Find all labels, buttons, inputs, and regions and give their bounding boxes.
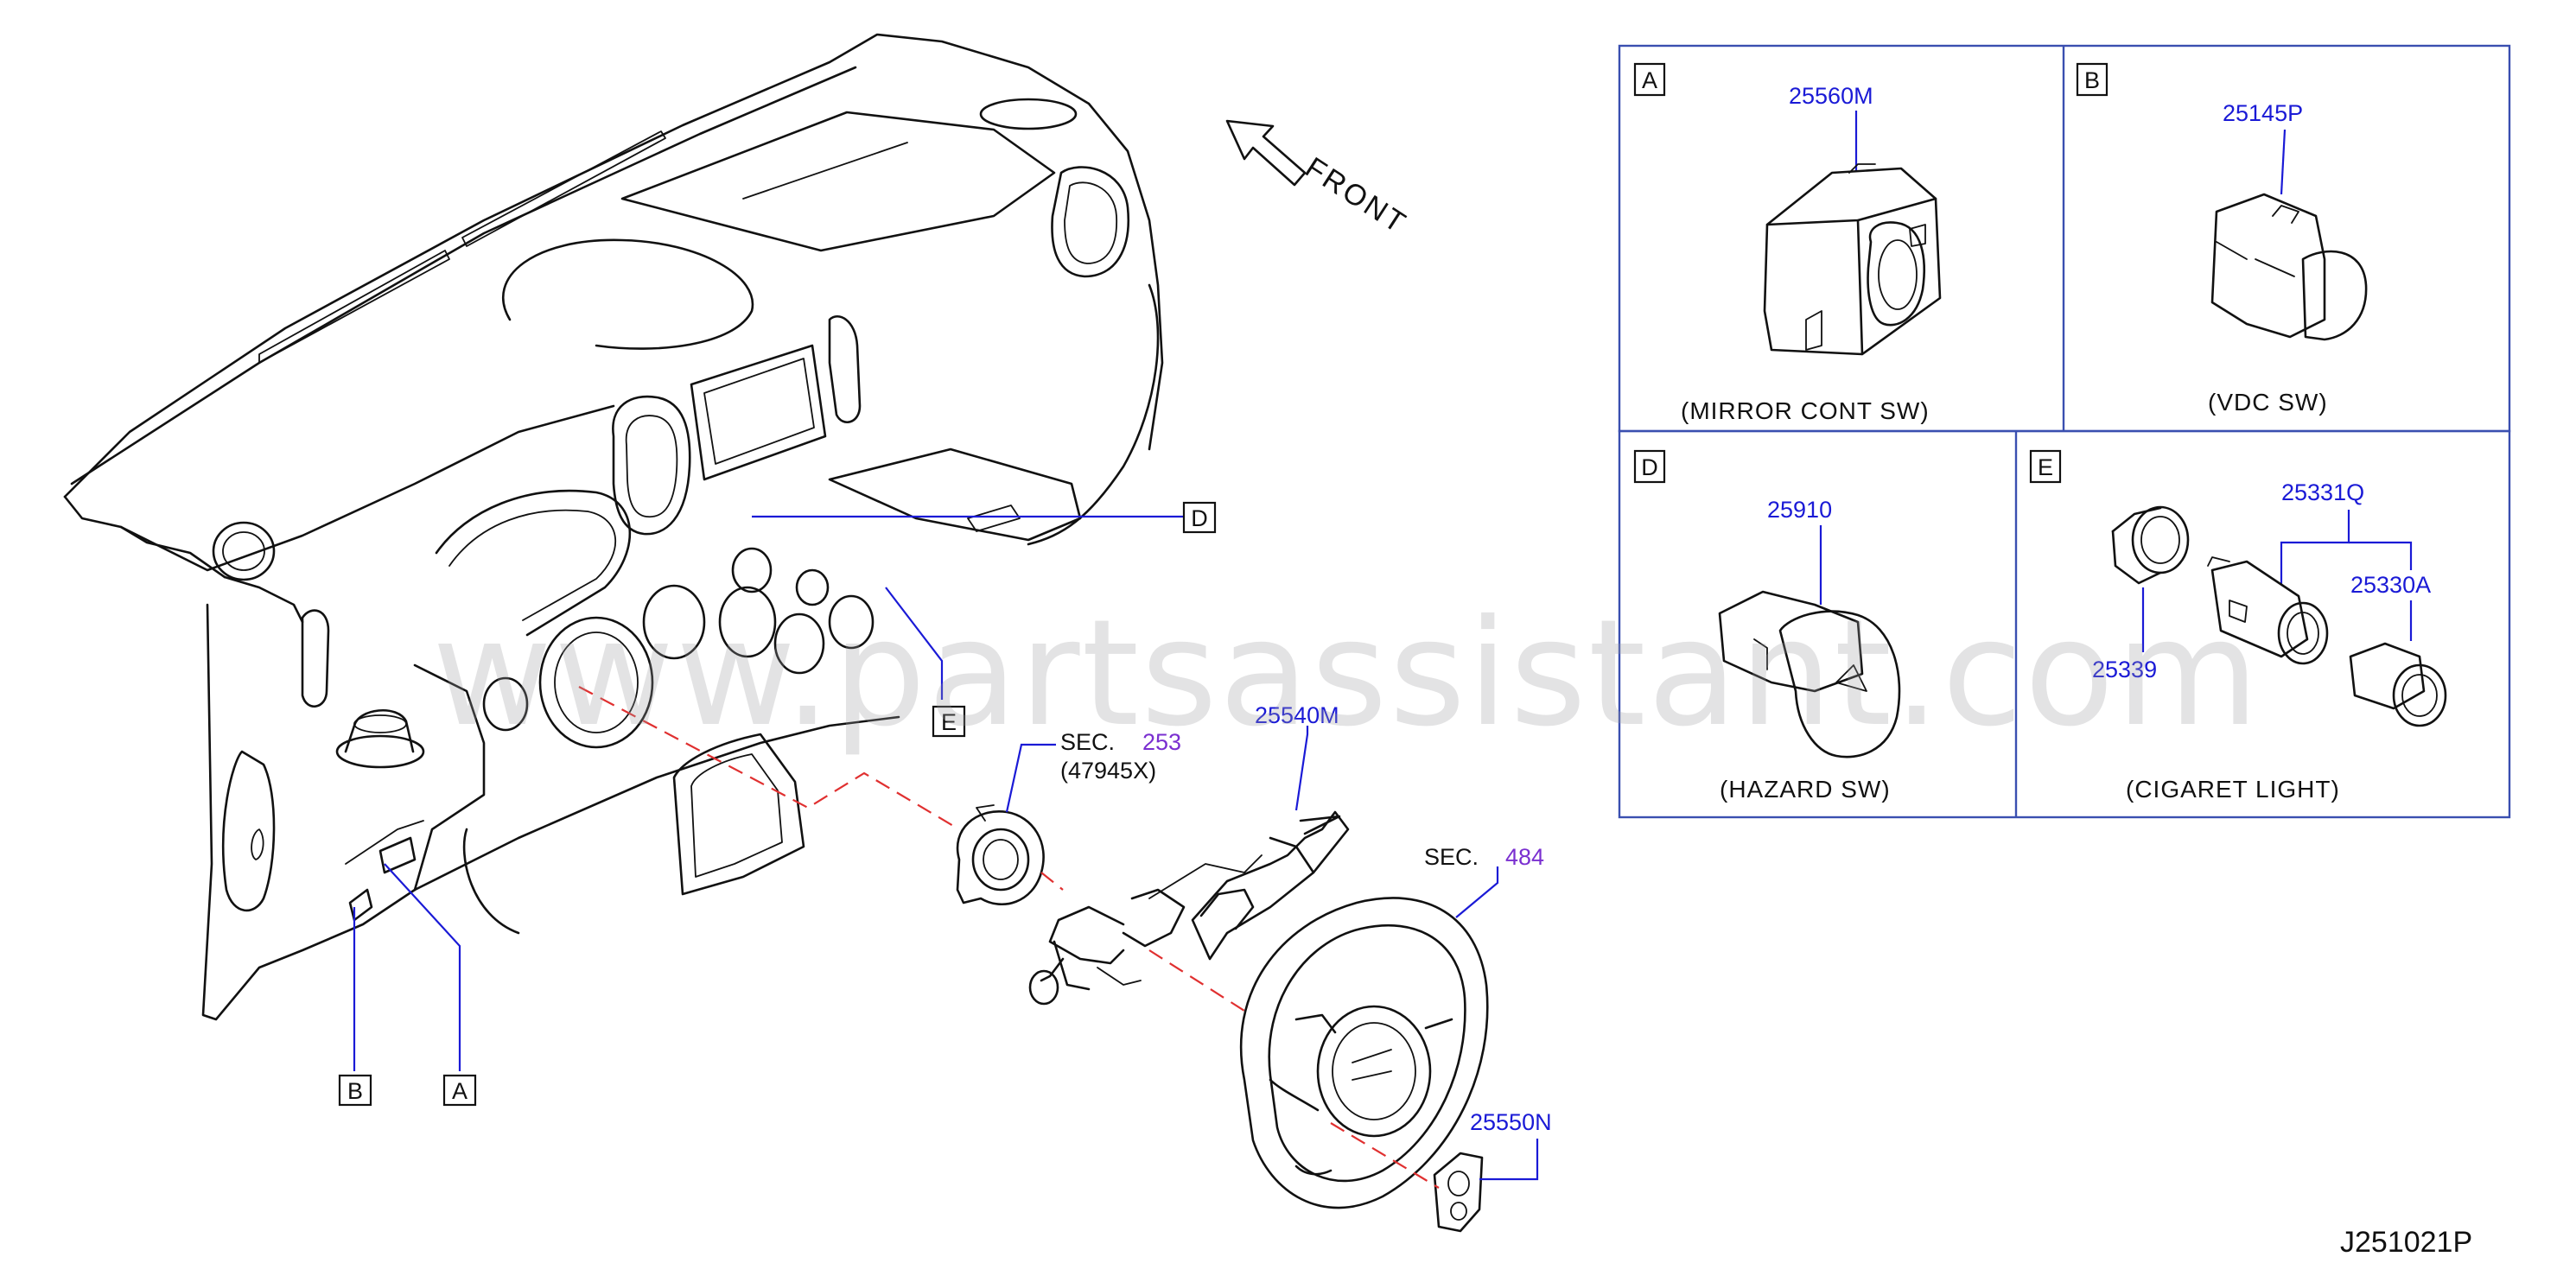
callout-letter-e: E xyxy=(941,709,957,735)
sec-484-number[interactable]: 484 xyxy=(1505,844,1544,870)
panel-e: E 25331Q 25330A 25339 (CIGARET LIGHT) xyxy=(2029,449,2447,803)
part-25560m[interactable]: 25560M xyxy=(1789,83,1873,109)
callout-letter-d: D xyxy=(1191,505,1208,531)
panel-a: A 25560M (MIRROR CONT SW) xyxy=(1633,62,1942,424)
panel-e-letter: E xyxy=(2038,454,2053,480)
callout-letter-a: A xyxy=(452,1078,467,1104)
alignment-lines xyxy=(578,686,1440,1189)
panel-b-letter: B xyxy=(2084,67,2100,93)
steering-pad-switch-illustration xyxy=(1433,1152,1484,1233)
panel-b-caption: (VDC SW) xyxy=(2208,389,2328,416)
panel-b: B 25145P (VDC SW) xyxy=(2076,62,2368,416)
vdc-switch-illustration xyxy=(2210,193,2368,341)
cigar-knob-illustration xyxy=(2349,642,2447,727)
part-25331q[interactable]: 25331Q xyxy=(2281,479,2364,505)
steering-wheel-illustration xyxy=(1239,897,1489,1209)
front-label: FRONT xyxy=(1300,151,1413,241)
panel-a-caption: (MIRROR CONT SW) xyxy=(1681,397,1930,424)
sec-253-sub: (47945X) xyxy=(1060,758,1156,784)
part-25550n[interactable]: 25550N xyxy=(1470,1109,1552,1135)
callout-box-e xyxy=(932,705,966,738)
part-25540m[interactable]: 25540M xyxy=(1255,702,1339,728)
panel-d: D 25910 (HAZARD SW) xyxy=(1633,449,1901,803)
part-25330a[interactable]: 25330A xyxy=(2350,572,2431,598)
sec-253-prefix: SEC. xyxy=(1060,729,1115,755)
callout-box-b xyxy=(338,1074,372,1107)
combination-switch-illustration xyxy=(1028,810,1350,1006)
diagram-code: J251021P xyxy=(2340,1226,2472,1259)
hazard-switch-illustration xyxy=(1718,590,1901,758)
callout-box-a xyxy=(442,1074,477,1107)
panel-d-caption: (HAZARD SW) xyxy=(1720,776,1891,803)
part-25145p[interactable]: 25145P xyxy=(2223,100,2303,126)
sec-484-prefix: SEC. xyxy=(1424,844,1479,870)
dashboard-illustration xyxy=(63,33,1164,1021)
mirror-switch-illustration xyxy=(1763,163,1942,356)
sec-253-number[interactable]: 253 xyxy=(1142,729,1181,755)
panel-d-letter: D xyxy=(1641,454,1658,480)
cigar-ring-illustration xyxy=(2111,505,2190,585)
panel-a-letter: A xyxy=(1642,67,1657,93)
detail-panels xyxy=(1618,44,2511,819)
spiral-cable-illustration xyxy=(956,804,1045,905)
part-25910[interactable]: 25910 xyxy=(1767,497,1832,523)
callout-letter-b: B xyxy=(347,1078,363,1104)
watermark: www.partsassistant.com xyxy=(432,588,2261,759)
part-25339[interactable]: 25339 xyxy=(2092,657,2157,682)
front-arrow-icon xyxy=(1225,119,1307,187)
cigar-socket-illustration xyxy=(2207,556,2329,665)
callout-leaders xyxy=(353,515,1539,1181)
callout-box-d xyxy=(1182,501,1217,534)
panel-e-caption: (CIGARET LIGHT) xyxy=(2126,776,2340,803)
